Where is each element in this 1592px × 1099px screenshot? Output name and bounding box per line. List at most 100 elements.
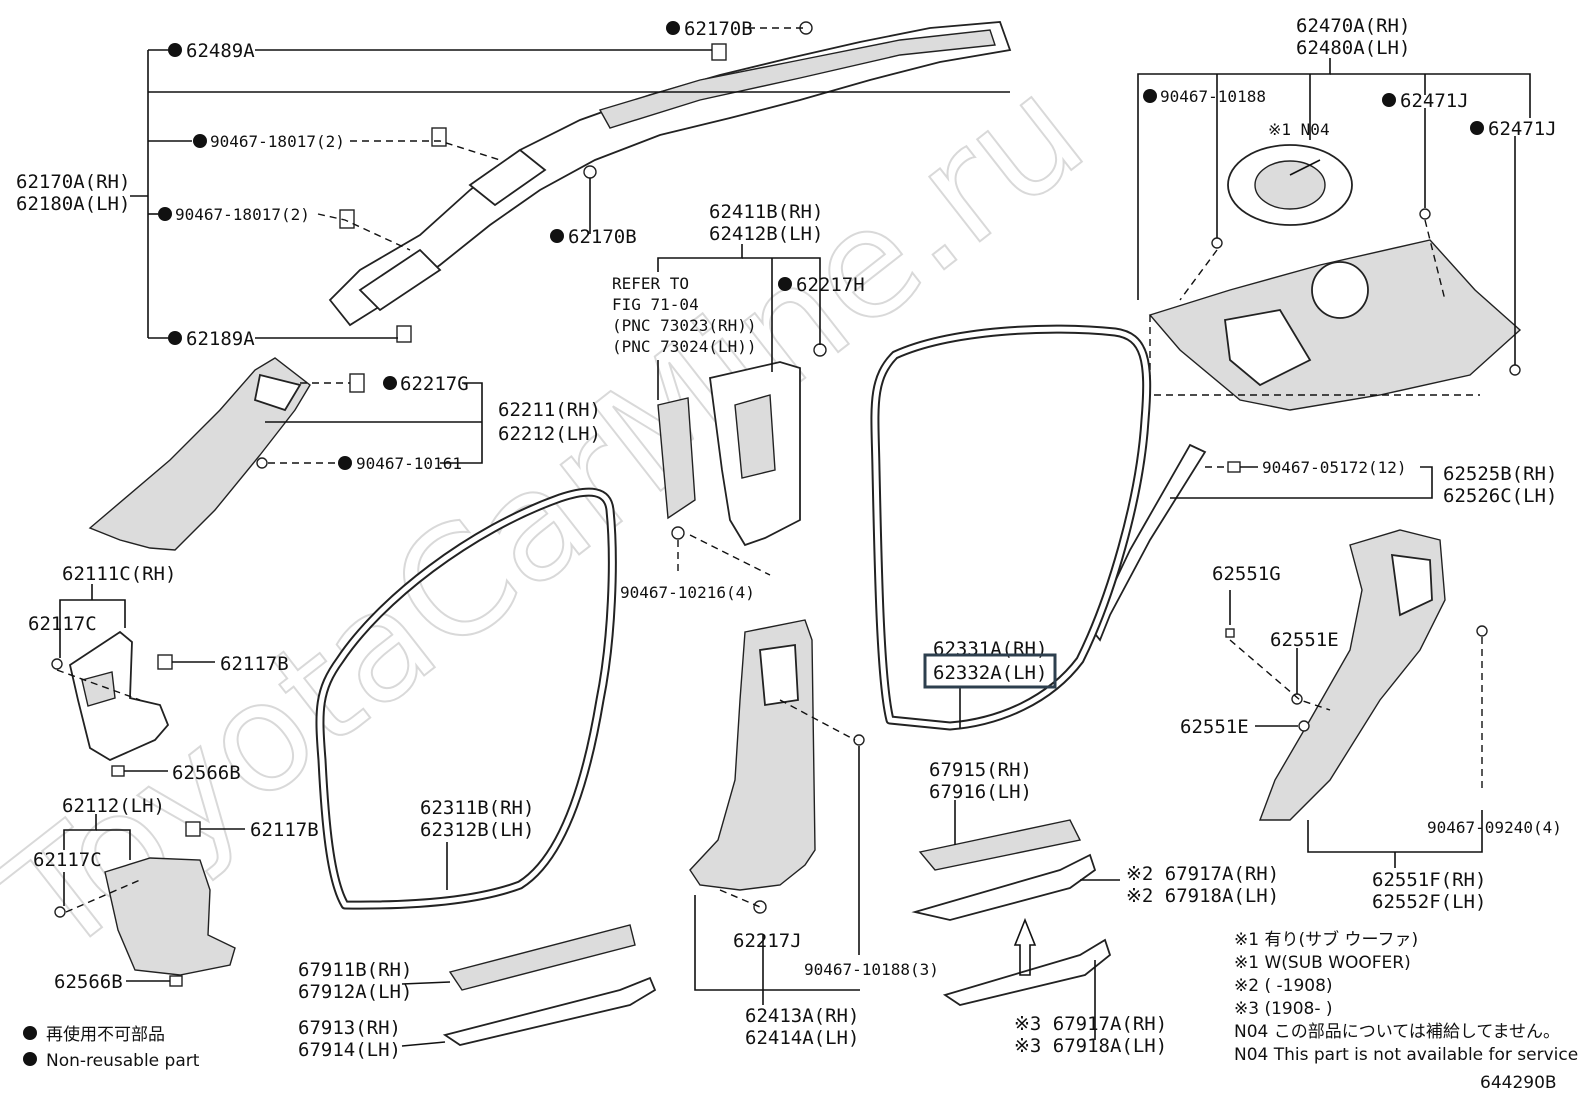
roof-side-rail-assembly (328, 21, 1012, 327)
label-62525B-RH[interactable]: 62525B(RH) (1443, 463, 1557, 485)
label-67913-RH[interactable]: 67913(RH) (298, 1017, 401, 1039)
non-reusable-bullet-jp (23, 1026, 37, 1040)
label-62480A-LH[interactable]: 62480A(LH) (1296, 37, 1410, 59)
clip-62566B-a (111, 765, 125, 777)
clip-62217H (813, 343, 827, 357)
clip-62471J-a (1419, 208, 1431, 220)
label-67911B-RH[interactable]: 67911B(RH) (298, 959, 412, 981)
label-67917A-RH-2[interactable]: ※2 67917A(RH) (1126, 863, 1279, 885)
label-62526C-LH[interactable]: 62526C(LH) (1443, 485, 1557, 507)
label-62411B-RH[interactable]: 62411B(RH) (709, 201, 823, 223)
clip-90467-10188-bottom (853, 734, 865, 746)
label-62117C-b[interactable]: 62117C (33, 849, 102, 871)
label-90467-18017-a[interactable]: 90467-18017(2) (210, 132, 345, 151)
cowl-side-trim-lh (104, 857, 236, 976)
label-62111C-RH[interactable]: 62111C(RH) (62, 563, 176, 585)
clip-90467-10161 (256, 457, 268, 469)
label-62551G[interactable]: 62551G (1212, 563, 1281, 585)
label-62566B-a[interactable]: 62566B (172, 762, 241, 784)
clip-62189A (396, 325, 412, 343)
label-67918A-LH-3[interactable]: ※3 67918A(LH) (1014, 1035, 1167, 1057)
label-62312B-LH[interactable]: 62312B(LH) (420, 819, 534, 841)
label-67917A-RH-3[interactable]: ※3 67917A(RH) (1014, 1013, 1167, 1035)
clip-62170B-mid (583, 165, 597, 179)
legend-non-reusable-jp: 再使用不可部品 (46, 1024, 165, 1045)
note-line-2: ※1 W(SUB WOOFER) (1234, 953, 1411, 973)
front-door-scuff-plate (442, 924, 657, 1046)
clip-90467-10216 (671, 526, 685, 540)
refer-line-2: FIG 71-04 (612, 295, 699, 314)
clip-62551G (1225, 628, 1235, 638)
label-90467-10188-top[interactable]: 90467-10188 (1160, 87, 1266, 106)
label-62331A-RH[interactable]: 62331A(RH) (933, 638, 1047, 660)
label-62566B-b[interactable]: 62566B (54, 971, 123, 993)
label-note1-N04[interactable]: ※1 N04 (1268, 120, 1330, 139)
center-pillar-upper-garnish (657, 361, 801, 547)
label-90467-10216[interactable]: 90467-10216(4) (620, 583, 755, 602)
label-62170B-top[interactable]: 62170B (684, 18, 753, 40)
diagram-code: 644290B (1480, 1073, 1557, 1093)
label-62551E-b[interactable]: 62551E (1180, 716, 1249, 738)
clip-62217G (349, 373, 365, 393)
label-67915-RH[interactable]: 67915(RH) (929, 759, 1032, 781)
clip-90467-18017-a (431, 127, 447, 147)
label-62112-LH[interactable]: 62112(LH) (62, 795, 165, 817)
clip-62566B-b (169, 975, 183, 987)
center-pillar-lower-garnish (689, 619, 816, 891)
label-62170A-RH[interactable]: 62170A(RH) (16, 171, 130, 193)
label-62217J[interactable]: 62217J (733, 930, 802, 952)
clip-62551E-b (1298, 720, 1310, 732)
legend-non-reusable-en: Non-reusable part (46, 1051, 200, 1071)
label-90467-10188-bottom[interactable]: 90467-10188(3) (804, 960, 939, 979)
label-67914-LH[interactable]: 67914(LH) (298, 1039, 401, 1061)
package-tray-trim (1148, 144, 1522, 411)
label-62332A-LH[interactable]: 62332A(LH) (933, 662, 1047, 684)
non-reusable-bullet-en (23, 1052, 37, 1066)
refer-line-1: REFER TO (612, 274, 689, 293)
label-62551E-a[interactable]: 62551E (1270, 629, 1339, 651)
label-62212-LH[interactable]: 62212(LH) (498, 423, 601, 445)
clip-62117C-a (51, 658, 63, 670)
label-62551F-RH[interactable]: 62551F(RH) (1372, 869, 1486, 891)
cowl-side-trim-rh (68, 630, 170, 762)
label-62217H[interactable]: 62217H (796, 274, 865, 296)
label-62412B-LH[interactable]: 62412B(LH) (709, 223, 823, 245)
label-67918A-LH-2[interactable]: ※2 67918A(LH) (1126, 885, 1279, 907)
label-62489A[interactable]: 62489A (186, 40, 255, 62)
label-90467-05172[interactable]: 90467-05172(12) (1262, 458, 1407, 477)
clip-62117C-b (54, 906, 66, 918)
refer-line-4: (PNC 73024(LH)) (612, 337, 757, 356)
label-62211-RH[interactable]: 62211(RH) (498, 399, 601, 421)
label-62552F-LH[interactable]: 62552F(LH) (1372, 891, 1486, 913)
roof-side-inner-garnish (1090, 443, 1207, 642)
label-62117B-a[interactable]: 62117B (220, 653, 289, 675)
label-90467-18017-b[interactable]: 90467-18017(2) (175, 205, 310, 224)
front-pillar-garnish (88, 357, 311, 551)
label-62413A-RH[interactable]: 62413A(RH) (745, 1005, 859, 1027)
label-62311B-RH[interactable]: 62311B(RH) (420, 797, 534, 819)
clip-62471J-b (1509, 364, 1521, 376)
label-67916-LH[interactable]: 67916(LH) (929, 781, 1032, 803)
note-line-1: ※1 有り(サブ ウーファ) (1234, 929, 1418, 950)
label-90467-10161[interactable]: 90467-10161 (356, 454, 462, 473)
note-line-5: N04 この部品については補給してません。 (1234, 1022, 1560, 1042)
label-62471J-b[interactable]: 62471J (1488, 118, 1557, 140)
label-62471J-a[interactable]: 62471J (1400, 90, 1469, 112)
label-62170B-mid[interactable]: 62170B (568, 226, 637, 248)
label-62117C-a[interactable]: 62117C (28, 613, 97, 635)
rear-door-scuff-plate (911, 819, 1112, 1006)
rear-door-opening-trim-weatherstrip (870, 324, 1152, 731)
note-line-3: ※2 ( -1908) (1234, 976, 1333, 996)
label-62217G[interactable]: 62217G (400, 373, 469, 395)
label-62189A[interactable]: 62189A (186, 328, 255, 350)
label-90467-09240[interactable]: 90467-09240(4) (1427, 818, 1562, 837)
label-62470A-RH[interactable]: 62470A(RH) (1296, 15, 1410, 37)
label-62117B-b[interactable]: 62117B (250, 819, 319, 841)
clip-62117B-a (157, 654, 173, 670)
clip-90467-05172 (1227, 461, 1241, 473)
label-62414A-LH[interactable]: 62414A(LH) (745, 1027, 859, 1049)
clip-62551E-a (1291, 693, 1303, 705)
label-67912A-LH[interactable]: 67912A(LH) (298, 981, 412, 1003)
label-62180A-LH[interactable]: 62180A(LH) (16, 193, 130, 215)
